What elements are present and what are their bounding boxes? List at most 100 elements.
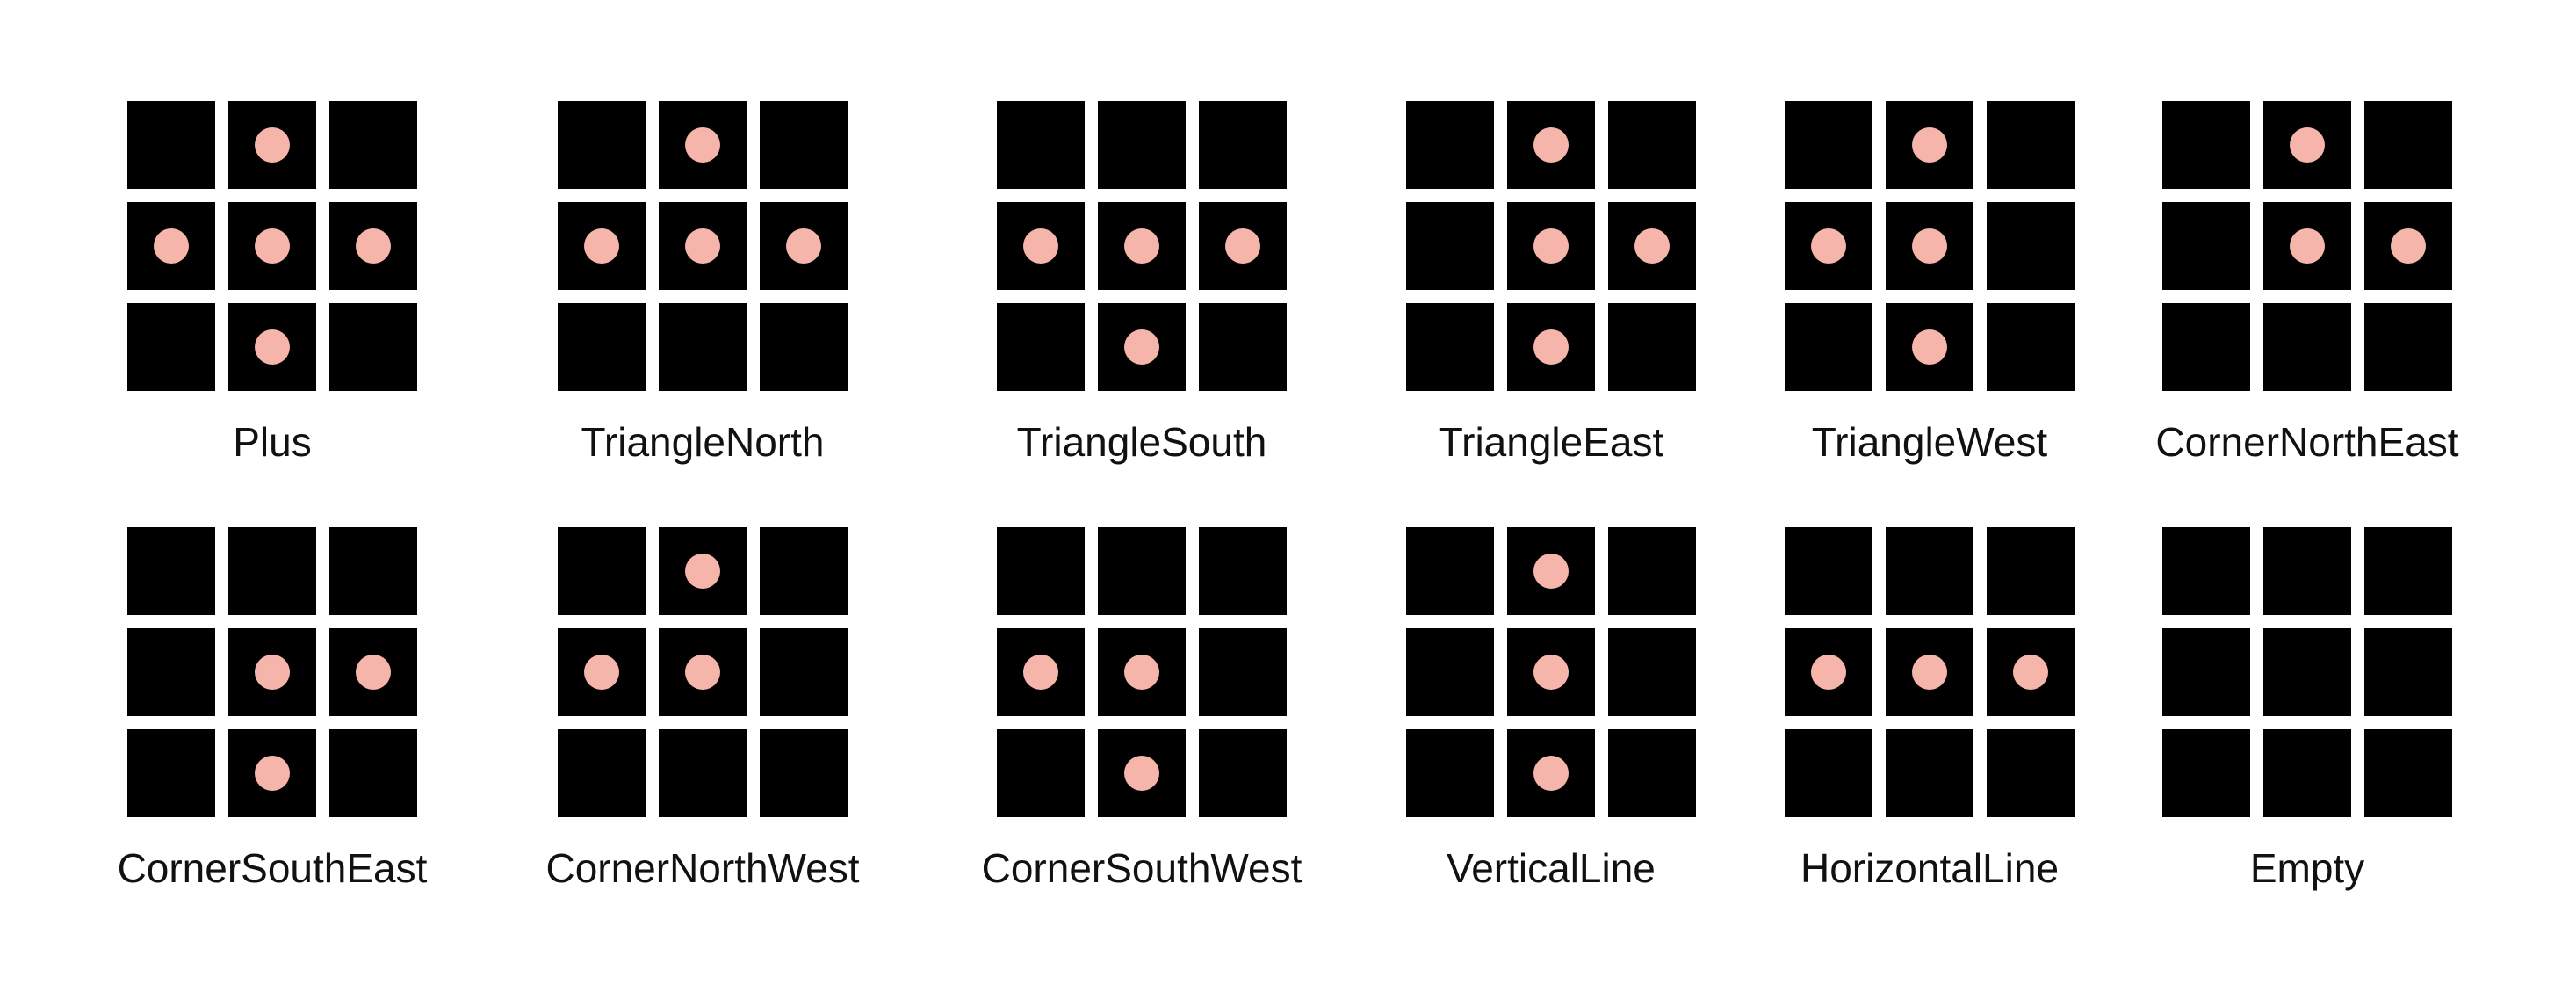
grid-cell [760, 202, 848, 290]
grid-cell [1987, 628, 2075, 716]
pattern-tile-horizontal-line: HorizontalLine [1754, 527, 2105, 896]
grid-cell [997, 628, 1085, 716]
grid-cell [659, 202, 747, 290]
grid-cell [1098, 628, 1186, 716]
pattern-tile-corner-north-west: CornerNorthWest [527, 527, 878, 896]
dot-marker [584, 228, 619, 264]
pattern-label: CornerSouthEast [117, 845, 428, 891]
dot-marker [1124, 756, 1159, 791]
pattern-tile-corner-north-east: CornerNorthEast [2132, 101, 2483, 470]
grid-cell [1507, 303, 1595, 391]
grid-cell [329, 101, 417, 189]
grid-cell [1098, 729, 1186, 817]
grid-cell [1406, 527, 1494, 615]
pattern-tile-corner-south-west: CornerSouthWest [966, 527, 1317, 896]
grid-cell [1608, 628, 1696, 716]
grid-cell [127, 303, 215, 391]
grid-cell [1785, 303, 1872, 391]
grid-cell [1608, 303, 1696, 391]
grid-cell [127, 202, 215, 290]
dot-marker [1124, 228, 1159, 264]
dot-marker [1533, 329, 1569, 365]
grid-cell [1608, 527, 1696, 615]
dot-marker [1023, 655, 1058, 690]
pattern-grid [1785, 527, 2075, 817]
grid-cell [1098, 202, 1186, 290]
dot-marker [1533, 554, 1569, 589]
dot-marker [255, 127, 290, 163]
grid-cell [329, 202, 417, 290]
grid-cell [1785, 101, 1872, 189]
pattern-grid [1406, 527, 1696, 817]
dot-marker [1811, 655, 1846, 690]
grid-cell [760, 729, 848, 817]
dot-marker [685, 655, 720, 690]
pattern-grid [558, 527, 848, 817]
grid-cell [558, 628, 646, 716]
dot-marker [356, 228, 391, 264]
pattern-tile-triangle-west: TriangleWest [1754, 101, 2105, 470]
grid-cell [659, 729, 747, 817]
grid-cell [2263, 101, 2351, 189]
dot-marker [1533, 228, 1569, 264]
pattern-tile-vertical-line: VerticalLine [1375, 527, 1727, 896]
grid-cell [659, 101, 747, 189]
dot-marker [356, 655, 391, 690]
grid-cell [659, 303, 747, 391]
grid-cell [2364, 628, 2452, 716]
grid-cell [2364, 303, 2452, 391]
pattern-grid [997, 101, 1287, 391]
grid-cell [997, 527, 1085, 615]
grid-cell [2162, 628, 2250, 716]
dot-marker [685, 228, 720, 264]
grid-cell [1886, 628, 1973, 716]
pattern-tile-empty: Empty [2132, 527, 2483, 896]
grid-cell [558, 303, 646, 391]
dot-marker [255, 756, 290, 791]
dot-marker [1124, 329, 1159, 365]
grid-cell [1406, 202, 1494, 290]
grid-cell [1406, 303, 1494, 391]
dot-marker [1533, 756, 1569, 791]
dot-marker [154, 228, 189, 264]
grid-cell [1199, 729, 1287, 817]
dot-marker [1912, 228, 1947, 264]
dot-marker [584, 655, 619, 690]
grid-cell [1785, 202, 1872, 290]
dot-marker [255, 655, 290, 690]
grid-cell [1507, 202, 1595, 290]
grid-cell [127, 527, 215, 615]
grid-cell [1886, 303, 1973, 391]
pattern-label: CornerSouthWest [981, 845, 1302, 891]
grid-cell [2162, 303, 2250, 391]
grid-cell [1199, 101, 1287, 189]
grid-cell [760, 628, 848, 716]
grid-cell [2364, 101, 2452, 189]
dot-marker [2290, 127, 2325, 163]
grid-cell [1098, 303, 1186, 391]
grid-cell [329, 527, 417, 615]
pattern-grid [1406, 101, 1696, 391]
grid-cell [228, 202, 316, 290]
grid-cell [127, 101, 215, 189]
grid-cell [997, 202, 1085, 290]
grid-cell [1199, 303, 1287, 391]
dot-marker [1533, 127, 1569, 163]
grid-cell [558, 729, 646, 817]
grid-cell [2263, 628, 2351, 716]
grid-cell [228, 303, 316, 391]
pattern-tile-triangle-north: TriangleNorth [527, 101, 878, 470]
grid-cell [2364, 527, 2452, 615]
pattern-grid [1785, 101, 2075, 391]
grid-cell [2364, 202, 2452, 290]
pattern-label: Empty [2249, 845, 2365, 891]
pattern-label: TriangleNorth [581, 419, 825, 465]
grid-cell [2162, 101, 2250, 189]
grid-cell [1987, 729, 2075, 817]
dot-marker [1912, 329, 1947, 365]
grid-cell [1785, 628, 1872, 716]
pattern-grid [558, 101, 848, 391]
grid-cell [329, 303, 417, 391]
grid-cell [1199, 628, 1287, 716]
dot-marker [786, 228, 821, 264]
